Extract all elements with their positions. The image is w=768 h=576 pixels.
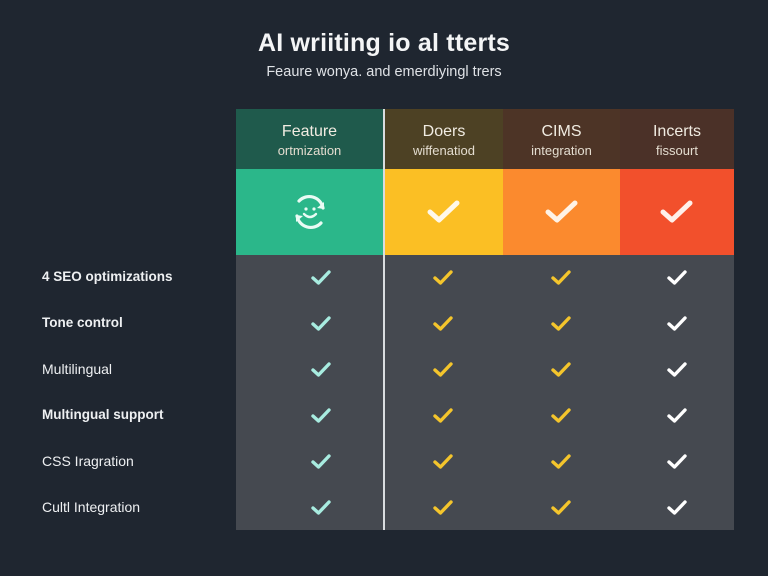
check-icon [665,268,689,288]
column-divider [383,109,385,530]
check-icon [549,360,573,380]
band-cims [503,169,620,255]
check-icon [309,452,333,472]
column-subtitle: fissourt [656,143,698,158]
check-icon [431,498,455,518]
band-incerts [620,169,734,255]
row-label: 4 SEO optimizations [42,269,173,284]
band-doers [385,169,503,255]
column-subtitle: ortmization [277,143,342,158]
smiley-refresh-icon [290,192,330,232]
check-icon [309,360,333,380]
check-icon [549,406,573,426]
check-icon [309,314,333,334]
check-icon [431,314,455,334]
row-label: Multilingual [42,361,113,377]
column-title: CIMS [541,123,582,140]
column-header-feature: Feature ortmization [236,109,383,169]
row-label: Tone control [42,315,123,330]
check-icon [309,268,333,288]
column-header-doers: Doers wiffenatiod [385,109,503,169]
check-icon [431,452,455,472]
check-icon [549,498,573,518]
column-subtitle: wiffenatiod [413,143,475,158]
check-icon [309,498,333,518]
row-label: Cultl Integration [42,499,141,515]
column-title: Incerts [652,123,701,140]
check-icon [665,314,689,334]
check-icon [659,198,695,226]
check-icon [426,198,462,226]
check-icon [431,360,455,380]
page-title: AI wriiting io al tterts [257,29,511,57]
check-icon [431,406,455,426]
check-icon [665,406,689,426]
check-icon [665,452,689,472]
check-icon [549,314,573,334]
band-feature [236,169,383,255]
column-title: Feature [281,123,338,140]
check-icon [549,452,573,472]
row-label: Multingual support [42,407,164,422]
check-icon [431,268,455,288]
check-icon [665,360,689,380]
check-icon [549,268,573,288]
column-header-cims: CIMS integration [503,109,620,169]
check-icon [309,406,333,426]
check-icon [665,498,689,518]
page-subtitle: Feaure wonya. and emerdiyingl trers [266,64,502,80]
column-title: Doers [422,123,466,140]
comparison-table: Feature ortmization Doers wiffenatiod CI… [236,109,734,530]
column-subtitle: integration [531,143,592,158]
column-header-incerts: Incerts fissourt [620,109,734,169]
row-label: CSS Iragration [42,453,134,469]
check-icon [544,198,580,226]
